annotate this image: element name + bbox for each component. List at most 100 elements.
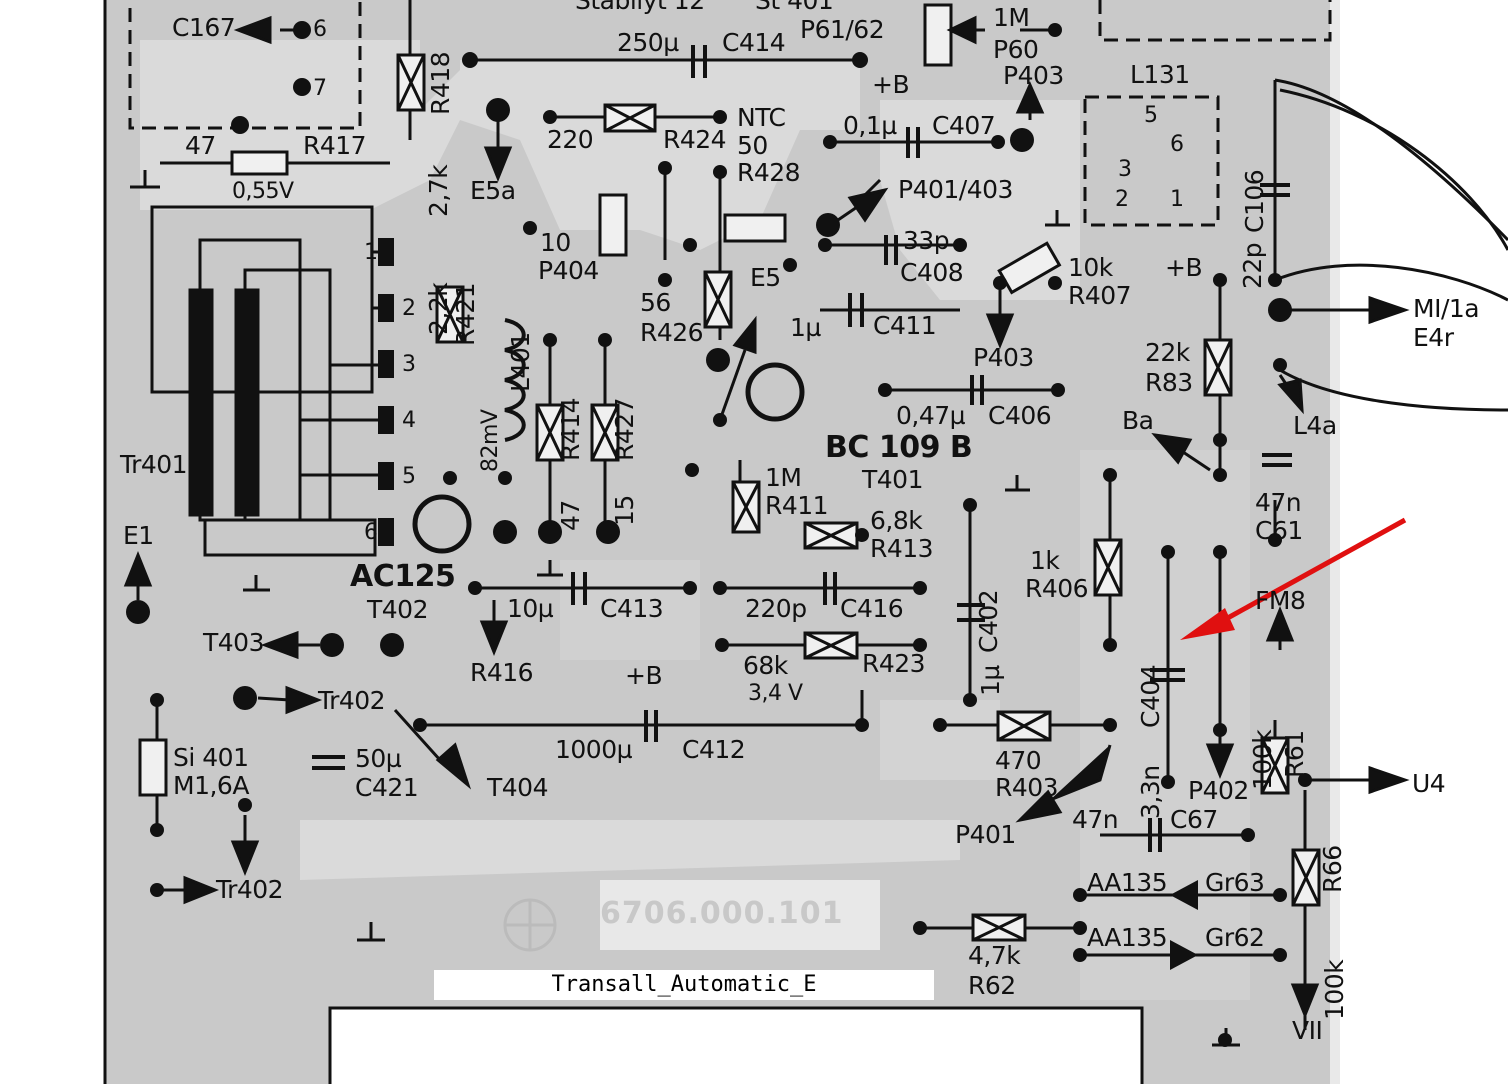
- r407-label: R407: [1068, 281, 1132, 310]
- transistors: [412, 362, 805, 554]
- c67-value: 47n: [1072, 805, 1119, 834]
- c413-value: 10µ: [507, 594, 554, 623]
- p60-label: P60: [993, 35, 1039, 64]
- c67-label: C67: [1170, 805, 1218, 834]
- c408-value: 33p: [903, 226, 950, 255]
- r414-value: 47: [556, 500, 585, 531]
- plus-b-top: +B: [872, 70, 910, 99]
- fuse-rating: M1,6A: [173, 771, 249, 800]
- c414-value: 250µ: [617, 28, 679, 57]
- fm8-label: FM8: [1255, 586, 1306, 615]
- transformer-tr401: [150, 205, 377, 557]
- r417-label: R417: [303, 131, 367, 160]
- c167-outline: [128, 0, 362, 130]
- r421-label: R421: [451, 282, 480, 346]
- r424-value: 220: [547, 125, 594, 154]
- tr402-label-b: Tr402: [216, 875, 284, 904]
- r423-label: R423: [862, 649, 926, 678]
- c402-value: 1µ: [976, 665, 1005, 696]
- r403-label: R403: [995, 773, 1059, 802]
- r414-label: R414: [556, 397, 585, 461]
- p401-403-label: P401/403: [898, 175, 1013, 204]
- voltage-34: 3,4 V: [748, 681, 803, 706]
- tr401-label: Tr401: [120, 450, 188, 479]
- c407-value: 0,1µ: [843, 111, 897, 140]
- e1-label: E1: [123, 521, 154, 550]
- r421-value: 2,2k: [424, 282, 453, 335]
- r66-value: 100k: [1320, 959, 1349, 1020]
- coil-l401: [504, 318, 526, 442]
- r418-value: 2,7k: [424, 164, 453, 217]
- c402-label: C402: [974, 589, 1003, 653]
- c61-label: C61: [1255, 516, 1303, 545]
- signal-arrows: [123, 15, 1410, 1020]
- c416-label: C416: [840, 594, 904, 623]
- r416-label: R416: [470, 658, 534, 687]
- p403-top-label: P403: [1003, 61, 1064, 90]
- l131-pin1: 1: [1170, 187, 1184, 212]
- c421-value: 50µ: [355, 744, 402, 773]
- r411-value: 1M: [765, 463, 802, 492]
- r61-value: 100k: [1248, 729, 1277, 790]
- aa135-label-a: AA135: [1087, 868, 1168, 897]
- r413-label: R413: [870, 534, 934, 563]
- stabilizer-label: Stabilyt 12: [575, 0, 705, 15]
- l131-pin5: 5: [1144, 103, 1158, 128]
- c414-label: C414: [722, 28, 786, 57]
- u4-label: U4: [1412, 769, 1446, 798]
- vii-label: VII: [1292, 1016, 1323, 1045]
- t403-label: T403: [203, 628, 265, 657]
- r406-value: 1k: [1030, 546, 1060, 575]
- e5a-label: E5a: [470, 176, 516, 205]
- r411-label: R411: [765, 491, 829, 520]
- c404-label: C404: [1136, 664, 1165, 728]
- p403-mid-label: P403: [973, 343, 1034, 372]
- e5-label: E5: [750, 263, 781, 292]
- r423-value: 68k: [743, 651, 788, 680]
- l131-pin6: 6: [1170, 132, 1184, 157]
- c167-pin6: 6: [313, 17, 327, 42]
- c406-value: 0,47µ: [896, 401, 966, 430]
- r61-label: R61: [1280, 730, 1309, 778]
- r403-value: 470: [995, 746, 1042, 775]
- r428-label: R428: [737, 158, 801, 187]
- tr402-label-a: Tr402: [318, 686, 386, 715]
- p6162-label: P61/62: [800, 15, 885, 44]
- tr-pin-5: 5: [402, 464, 416, 489]
- tr-pin-4: 4: [402, 408, 416, 433]
- capacitors: [312, 45, 1292, 852]
- l131-pin2: 2: [1115, 187, 1129, 212]
- ground-symbols: [130, 170, 1240, 1047]
- tr-pin-3: 3: [402, 352, 416, 377]
- p60-value: 1M: [993, 3, 1030, 32]
- c408-label: C408: [900, 258, 964, 287]
- tr-pin-1: 1: [364, 240, 378, 265]
- c404-value: 3,3n: [1136, 765, 1165, 819]
- t404-label: T404: [487, 773, 549, 802]
- p404-value: 10: [540, 228, 571, 257]
- board-part-number: 6706.000.101: [600, 896, 844, 931]
- r427-value: 15: [610, 495, 639, 526]
- voltage-055: 0,55V: [232, 179, 294, 204]
- plus-b-bottom: +B: [625, 661, 663, 690]
- r407-value: 10k: [1068, 253, 1113, 282]
- r413-value: 6,8k: [870, 506, 923, 535]
- c421-label: C421: [355, 773, 419, 802]
- c416-value: 220p: [745, 594, 807, 623]
- gr62-label: Gr62: [1205, 923, 1265, 952]
- l131-label: L131: [1130, 60, 1190, 89]
- c167-label: C167: [172, 13, 236, 42]
- l401-label: L401: [506, 332, 535, 392]
- diodes: [1170, 880, 1198, 970]
- c413-label: C413: [600, 594, 664, 623]
- r426-label: R426: [640, 318, 704, 347]
- red-pointer-arrow: [1180, 517, 1407, 640]
- t401-label: T401: [862, 465, 924, 494]
- tr-pin-6: 6: [364, 520, 378, 545]
- p401-label: P401: [955, 820, 1016, 849]
- r83-label: R83: [1145, 368, 1193, 397]
- r83-value: 22k: [1145, 338, 1190, 367]
- c61-value: 47n: [1255, 488, 1302, 517]
- r418-label: R418: [426, 51, 455, 115]
